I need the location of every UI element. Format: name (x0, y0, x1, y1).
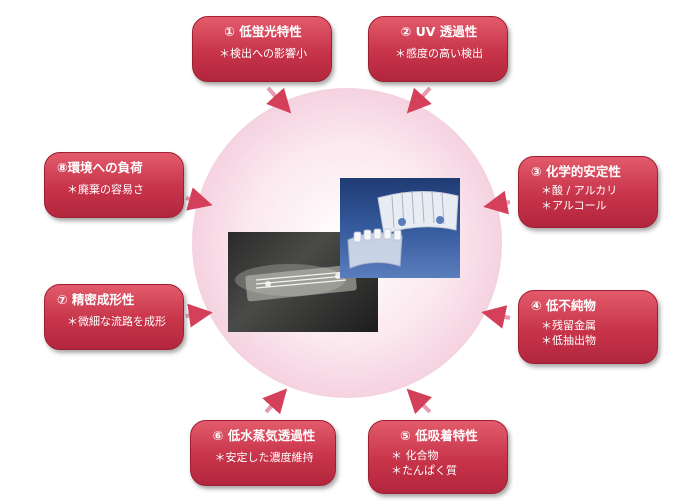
arrow-2 (406, 86, 432, 114)
card-2-item-1: ＊感度の高い検出 (395, 47, 483, 60)
card-3-title: ③ 化学的安定性 (531, 164, 621, 179)
arrow-4 (481, 305, 511, 329)
arrow-5 (406, 388, 433, 415)
property-card-4: ④ 低不純物 ＊残留金属 ＊低抽出物 (518, 290, 658, 364)
property-card-2: ② UV 透過性 ＊感度の高い検出 (368, 16, 508, 82)
card-4-item-1: ＊残留金属 (541, 319, 596, 332)
card-5-item-2: ＊たんぱく質 (391, 464, 457, 477)
arrow-3 (483, 190, 511, 215)
card-5-item-1: ＊ 化合物 (391, 449, 439, 462)
property-card-3: ③ 化学的安定性 ＊酸 / アルカリ ＊アルコール (518, 156, 658, 228)
property-card-1: ① 低蛍光特性 ＊検出への影響小 (192, 16, 332, 82)
property-card-5: ⑤ 低吸着特性 ＊ 化合物 ＊たんぱく質 (368, 420, 508, 494)
arrow-7 (185, 303, 213, 328)
property-card-8: ⑧環境への負荷 ＊廃棄の容易さ (44, 152, 184, 218)
arrow-6 (262, 388, 288, 415)
card-6-title: ⑥ 低水蒸気透過性 (212, 428, 316, 443)
card-3-item-1: ＊酸 / アルカリ (541, 184, 618, 197)
card-8-item-1: ＊廃棄の容易さ (67, 183, 144, 196)
card-8-title: ⑧環境への負荷 (57, 160, 143, 175)
card-3-item-2: ＊アルコール (541, 199, 607, 212)
card-4-item-2: ＊低抽出物 (541, 334, 596, 347)
card-5-title: ⑤ 低吸着特性 (400, 428, 478, 443)
card-2-title: ② UV 透過性 (400, 24, 478, 39)
molded-parts-photo (340, 178, 460, 278)
card-6-item-1: ＊安定した濃度維持 (214, 451, 314, 464)
property-card-7: ⑦ 精密成形性 ＊微細な流路を成形 (44, 284, 184, 350)
property-card-6: ⑥ 低水蒸気透過性 ＊安定した濃度維持 (190, 420, 336, 486)
card-7-title: ⑦ 精密成形性 (57, 292, 135, 307)
card-1-title: ① 低蛍光特性 (224, 24, 302, 39)
arrow-8 (185, 187, 213, 211)
card-7-item-1: ＊微細な流路を成形 (67, 315, 166, 328)
arrow-1 (266, 86, 292, 114)
card-4-title: ④ 低不純物 (531, 298, 596, 313)
card-1-item-1: ＊検出への影響小 (219, 47, 307, 60)
